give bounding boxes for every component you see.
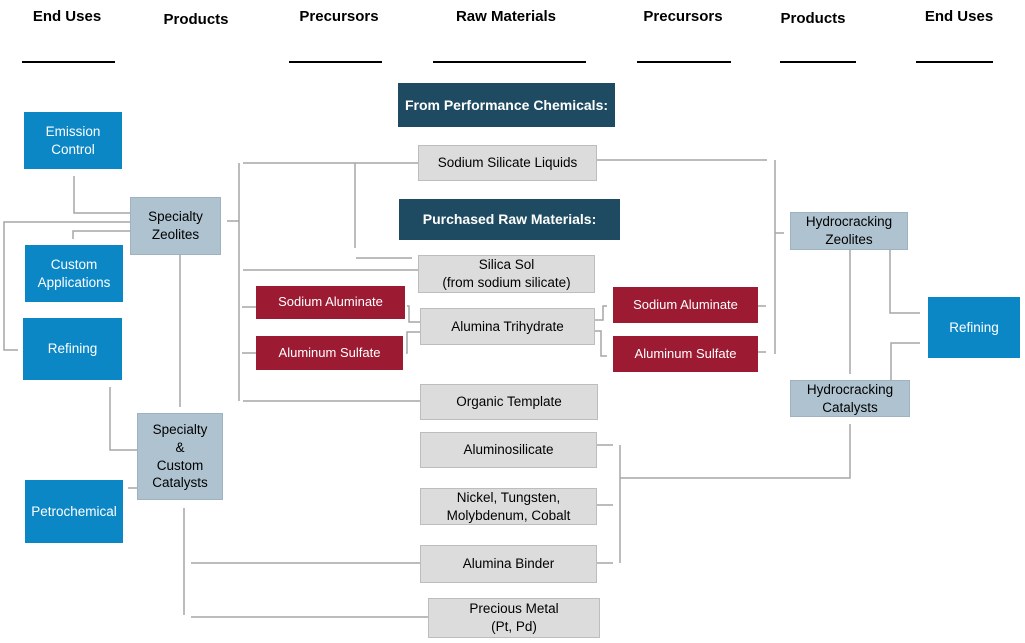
header-underline	[289, 61, 382, 63]
connector-arrow	[73, 176, 130, 214]
node-nickel-tungsten-molybdenum-cobalt: Nickel, Tungsten, Molybdenum, Cobalt	[420, 488, 597, 525]
node-aluminum-sulfate-right: Aluminum Sulfate	[613, 336, 758, 372]
banner-purchased-raw-materials: Purchased Raw Materials:	[399, 199, 620, 240]
node-sodium-aluminate-right: Sodium Aluminate	[613, 287, 758, 323]
header-precursors-left: Precursors	[299, 8, 379, 25]
header-underline	[433, 61, 586, 63]
node-petrochemical: Petrochemical	[25, 480, 123, 543]
connector-arrow	[109, 387, 137, 451]
header-underline	[916, 61, 993, 63]
connector-arrow	[890, 342, 920, 380]
connector-arrow	[595, 330, 607, 357]
header-underline	[780, 61, 856, 63]
node-specialty-zeolites: Specialty Zeolites	[130, 197, 221, 255]
node-refining-right: Refining	[928, 297, 1020, 358]
connector-arrow	[595, 305, 607, 321]
connector-arrow	[406, 331, 420, 354]
connector-arrow	[620, 424, 851, 479]
header-underline	[637, 61, 731, 63]
header-end-uses-left: End Uses	[32, 8, 102, 25]
node-hydrocracking-zeolites: Hydrocracking Zeolites	[790, 212, 908, 250]
connector-arrow	[889, 250, 920, 314]
connector-arrow	[407, 305, 420, 323]
node-alumina-binder: Alumina Binder	[420, 545, 597, 583]
header-products-left: Products	[163, 11, 229, 28]
connector-arrow	[3, 221, 130, 351]
node-aluminum-sulfate-left: Aluminum Sulfate	[256, 336, 403, 370]
connector-arrow	[72, 230, 130, 239]
node-aluminosilicate: Aluminosilicate	[420, 432, 597, 468]
node-refining-left: Refining	[23, 318, 122, 380]
node-precious-metal: Precious Metal (Pt, Pd)	[428, 598, 600, 638]
header-end-uses-right: End Uses	[924, 8, 994, 25]
header-precursors-right: Precursors	[643, 8, 723, 25]
node-alumina-trihydrate: Alumina Trihydrate	[420, 308, 595, 345]
node-specialty-custom-catalysts: Specialty & Custom Catalysts	[137, 413, 223, 500]
header-raw-materials: Raw Materials	[455, 8, 557, 25]
node-sodium-aluminate-left: Sodium Aluminate	[256, 286, 405, 319]
node-custom-applications: Custom Applications	[25, 245, 123, 302]
node-sodium-silicate-liquids: Sodium Silicate Liquids	[418, 145, 597, 181]
header-products-right: Products	[780, 10, 846, 27]
node-hydrocracking-catalysts: Hydrocracking Catalysts	[790, 380, 910, 417]
header-underline	[22, 61, 115, 63]
node-organic-template: Organic Template	[420, 384, 598, 420]
node-emission-control: Emission Control	[24, 112, 122, 169]
node-silica-sol: Silica Sol (from sodium silicate)	[418, 255, 595, 293]
banner-from-performance-chemicals: From Performance Chemicals:	[398, 83, 615, 127]
